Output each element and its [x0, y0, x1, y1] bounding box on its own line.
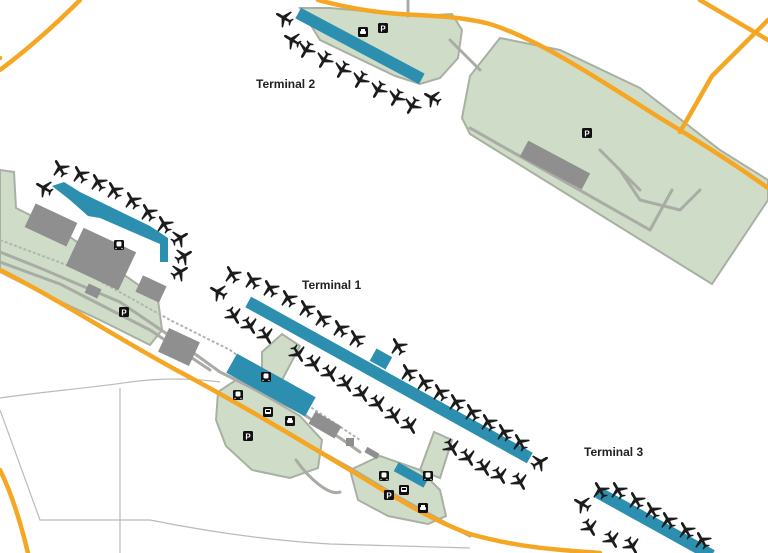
- plane-icon: [47, 155, 73, 181]
- parking-icon[interactable]: P: [378, 23, 388, 34]
- plane-icon: [507, 469, 533, 495]
- terminal-3-building: [595, 487, 715, 553]
- plane-icon: [381, 403, 407, 429]
- bus-icon[interactable]: [399, 485, 409, 495]
- taxi-icon[interactable]: [285, 416, 295, 426]
- plane-icon: [279, 27, 305, 53]
- plane-icon: [333, 371, 359, 397]
- parking-icon[interactable]: P: [582, 128, 592, 139]
- plane-icon: [293, 295, 319, 321]
- train-icon[interactable]: [379, 471, 389, 481]
- terminal-buildings: [52, 7, 715, 553]
- plane-icon: [237, 313, 263, 339]
- svg-text:P: P: [380, 25, 386, 34]
- terminal-1-main-hall: [226, 353, 316, 417]
- terminal-1-label[interactable]: Terminal 1: [302, 278, 361, 292]
- train-icon[interactable]: [233, 390, 243, 400]
- plane-icon: [385, 333, 411, 359]
- svg-text:P: P: [584, 130, 590, 139]
- plane-icon: [383, 85, 409, 111]
- northwest-pier-building: [52, 182, 168, 262]
- terminal-2-parking-garage: [519, 140, 591, 190]
- svg-text:P: P: [386, 492, 392, 501]
- train-icon[interactable]: [261, 372, 271, 382]
- plane-icon: [167, 259, 193, 285]
- terminal-2-green-area: [298, 7, 464, 86]
- bus-icon[interactable]: [263, 407, 273, 417]
- plane-icon: [577, 515, 603, 541]
- svg-text:P: P: [245, 433, 251, 442]
- plane-icon: [171, 243, 197, 269]
- plane-icon: [343, 325, 369, 351]
- plane-icon: [301, 351, 327, 377]
- plane-icon: [205, 279, 231, 305]
- plane-icon: [599, 527, 625, 553]
- parking-icon[interactable]: P: [384, 490, 394, 501]
- plane-icon: [327, 315, 353, 341]
- plane-icon: [399, 93, 425, 119]
- plane-icon: [31, 175, 57, 201]
- plane-icon: [119, 187, 145, 213]
- plane-icon: [67, 161, 93, 187]
- taxi-icon[interactable]: [358, 27, 368, 37]
- taxi-icon[interactable]: [418, 503, 428, 513]
- parking-icon[interactable]: P: [243, 431, 253, 442]
- svg-text:P: P: [121, 309, 127, 318]
- plane-icon: [221, 303, 247, 329]
- terminal-labels: Terminal 2 Terminal 1 Terminal 3: [256, 77, 643, 459]
- plane-icon: [455, 445, 481, 471]
- train-icon[interactable]: [423, 471, 433, 481]
- parking-lot-green-area: [460, 36, 768, 286]
- buildings: [24, 140, 591, 460]
- plane-icon: [397, 413, 423, 439]
- plane-icon: [271, 5, 297, 31]
- plane-icon: [219, 261, 245, 287]
- plane-icon: [365, 391, 391, 417]
- parking-icon[interactable]: P: [119, 307, 129, 318]
- plane-icon: [309, 305, 335, 331]
- plane-icon: [257, 275, 283, 301]
- plane-icon: [239, 267, 265, 293]
- train-icon[interactable]: [114, 240, 124, 250]
- service-symbols: P P P P P: [114, 23, 592, 513]
- plane-icon: [487, 463, 513, 489]
- plane-icon: [85, 169, 111, 195]
- plane-icon: [293, 37, 319, 63]
- plane-icon: [349, 381, 375, 407]
- terminal-1-connector-east: [418, 430, 454, 480]
- terminal-2-building: [295, 7, 425, 85]
- plane-icon: [317, 361, 343, 387]
- terminal-2-label[interactable]: Terminal 2: [256, 77, 315, 91]
- plane-icon: [419, 85, 445, 111]
- plane-icon: [569, 491, 595, 517]
- terminal-3-label[interactable]: Terminal 3: [584, 445, 643, 459]
- plane-icon: [135, 199, 161, 225]
- terminal-1-building: [245, 296, 533, 464]
- plane-icon: [619, 533, 645, 553]
- plane-icon: [275, 285, 301, 311]
